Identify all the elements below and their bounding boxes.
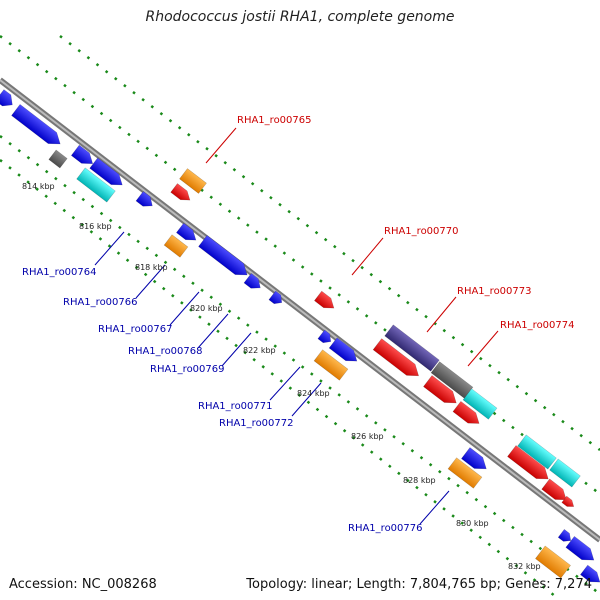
genome-backbone — [0, 77, 600, 543]
gene-feature[interactable] — [557, 529, 574, 544]
kbp-label: 824 kbp — [297, 389, 330, 398]
gene-feature[interactable] — [0, 89, 17, 111]
gene-feature[interactable] — [135, 191, 156, 210]
gene-feature[interactable] — [163, 234, 189, 258]
gene-feature[interactable] — [89, 157, 126, 190]
gene-feature[interactable] — [535, 545, 571, 579]
gene-feature[interactable] — [580, 564, 600, 587]
gene-label[interactable]: RHA1_ro00770 — [384, 226, 459, 237]
gene-feature[interactable] — [317, 329, 334, 346]
kbp-label: 816 kbp — [79, 222, 112, 231]
gene-feature[interactable] — [372, 338, 423, 382]
gene-feature[interactable] — [447, 457, 483, 489]
gene-label[interactable]: RHA1_ro00765 — [237, 115, 312, 126]
gene-feature[interactable] — [328, 337, 361, 367]
gene-labels-red: RHA1_ro00765 RHA1_ro00770 RHA1_ro00773 R… — [237, 115, 575, 331]
gene-feature[interactable] — [268, 290, 285, 307]
gene-feature[interactable] — [452, 400, 483, 428]
gene-labels-blue: RHA1_ro00764 RHA1_ro00766 RHA1_ro00767 R… — [22, 267, 423, 534]
gene-feature[interactable] — [461, 447, 490, 475]
gene-label[interactable]: RHA1_ro00776 — [348, 523, 423, 534]
gene-feature[interactable] — [48, 149, 68, 169]
gene-label[interactable]: RHA1_ro00767 — [98, 324, 173, 335]
gene-feature[interactable] — [561, 495, 576, 510]
kbp-label: 820 kbp — [190, 304, 223, 313]
gene-features — [0, 89, 600, 587]
gene-feature[interactable] — [549, 458, 581, 488]
kbp-label: 832 kbp — [508, 562, 541, 571]
tick-line — [0, 35, 600, 495]
gene-label[interactable]: RHA1_ro00769 — [150, 364, 225, 375]
gene-feature[interactable] — [179, 168, 207, 194]
gene-feature[interactable] — [70, 144, 96, 169]
kbp-label: 826 kbp — [351, 432, 384, 441]
kbp-labels: 814 kbp 816 kbp 818 kbp 820 kbp 822 kbp … — [22, 182, 541, 571]
gene-label[interactable]: RHA1_ro00768 — [128, 346, 203, 357]
gene-feature[interactable] — [198, 235, 252, 280]
kbp-label: 830 kbp — [456, 519, 489, 528]
kbp-label: 828 kbp — [403, 476, 436, 485]
gene-feature[interactable] — [462, 388, 498, 420]
kbp-label: 814 kbp — [22, 182, 55, 191]
gene-feature[interactable] — [243, 273, 264, 292]
gene-feature[interactable] — [314, 290, 337, 313]
gene-feature[interactable] — [517, 434, 557, 470]
gene-feature[interactable] — [176, 222, 199, 245]
gene-feature[interactable] — [384, 324, 440, 372]
gene-label[interactable]: RHA1_ro00764 — [22, 267, 97, 278]
gene-feature[interactable] — [541, 478, 571, 505]
genome-stats-text: Topology: linear; Length: 7,804,765 bp; … — [246, 577, 592, 592]
gene-feature[interactable] — [565, 535, 598, 565]
gene-label[interactable]: RHA1_ro00772 — [219, 418, 294, 429]
label-leaders — [94, 127, 499, 525]
gene-label[interactable]: RHA1_ro00771 — [198, 401, 273, 412]
accession-text: Accession: NC_008268 — [9, 577, 157, 592]
gene-feature[interactable] — [170, 183, 194, 205]
gene-feature[interactable] — [423, 375, 460, 408]
kbp-label: 818 kbp — [135, 263, 168, 272]
gene-feature[interactable] — [76, 167, 116, 203]
gene-label[interactable]: RHA1_ro00766 — [63, 297, 138, 308]
gene-feature[interactable] — [11, 104, 65, 149]
kbp-label: 822 kbp — [243, 346, 276, 355]
map-title: Rhodococcus jostii RHA1, complete genome — [145, 9, 455, 25]
gene-label[interactable]: RHA1_ro00774 — [500, 320, 575, 331]
gene-label[interactable]: RHA1_ro00773 — [457, 286, 532, 297]
tick-line — [0, 135, 600, 595]
gene-feature[interactable] — [507, 445, 552, 484]
gene-feature[interactable] — [313, 349, 349, 381]
